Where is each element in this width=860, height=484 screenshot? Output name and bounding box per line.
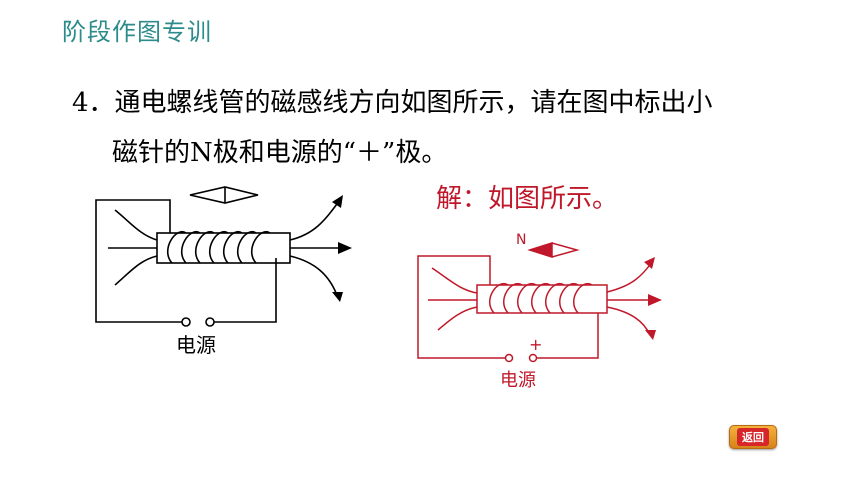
section-title: 阶段作图专训	[62, 18, 212, 46]
compass-north-half	[527, 241, 553, 259]
field-line-top-left-answer	[431, 267, 478, 294]
question-line-1: 4．通电螺线管的磁感线方向如图所示，请在图中标出小	[72, 88, 713, 118]
arrow-middle-right-answer	[648, 294, 662, 306]
answer-text: 解：如图所示。	[436, 184, 619, 214]
terminal-right-answer	[528, 353, 538, 363]
power-source-label: 电源	[176, 333, 216, 357]
field-line-bottom-left-answer	[437, 306, 478, 331]
question-text: 4．通电螺线管的磁感线方向如图所示，请在图中标出小 磁针的N极和电源的“＋”极。	[72, 78, 812, 178]
compass-needle	[189, 186, 259, 204]
back-button[interactable]: 返回	[729, 425, 777, 449]
north-pole-label: N	[516, 232, 526, 248]
terminal-right	[205, 317, 215, 327]
field-line-bottom-right	[289, 255, 339, 299]
arrow-middle-right	[338, 242, 352, 254]
solenoid-tube-answer	[476, 284, 608, 314]
question-line-2: 磁针的N极和电源的“＋”极。	[112, 138, 448, 168]
arrow-top-right-answer	[644, 257, 655, 269]
power-source-label-answer: 电源	[500, 370, 536, 391]
field-line-top-right-answer	[606, 261, 653, 293]
field-line-top-right	[289, 199, 341, 241]
plus-pole-label: +	[529, 335, 542, 354]
terminal-left	[181, 317, 191, 327]
back-button-label: 返回	[737, 428, 769, 446]
field-line-bottom-right-answer	[606, 306, 651, 336]
circuit-wire	[95, 199, 182, 323]
circuit-wire-answer	[417, 255, 505, 359]
field-line-top-left	[114, 209, 158, 241]
arrow-top-right	[332, 195, 343, 208]
field-line-bottom-left	[114, 255, 158, 286]
terminal-left-answer	[504, 353, 514, 363]
arrow-bottom-right	[332, 292, 343, 302]
coil	[166, 230, 271, 264]
coil-answer	[488, 282, 593, 314]
arrow-bottom-right-answer	[645, 330, 656, 340]
